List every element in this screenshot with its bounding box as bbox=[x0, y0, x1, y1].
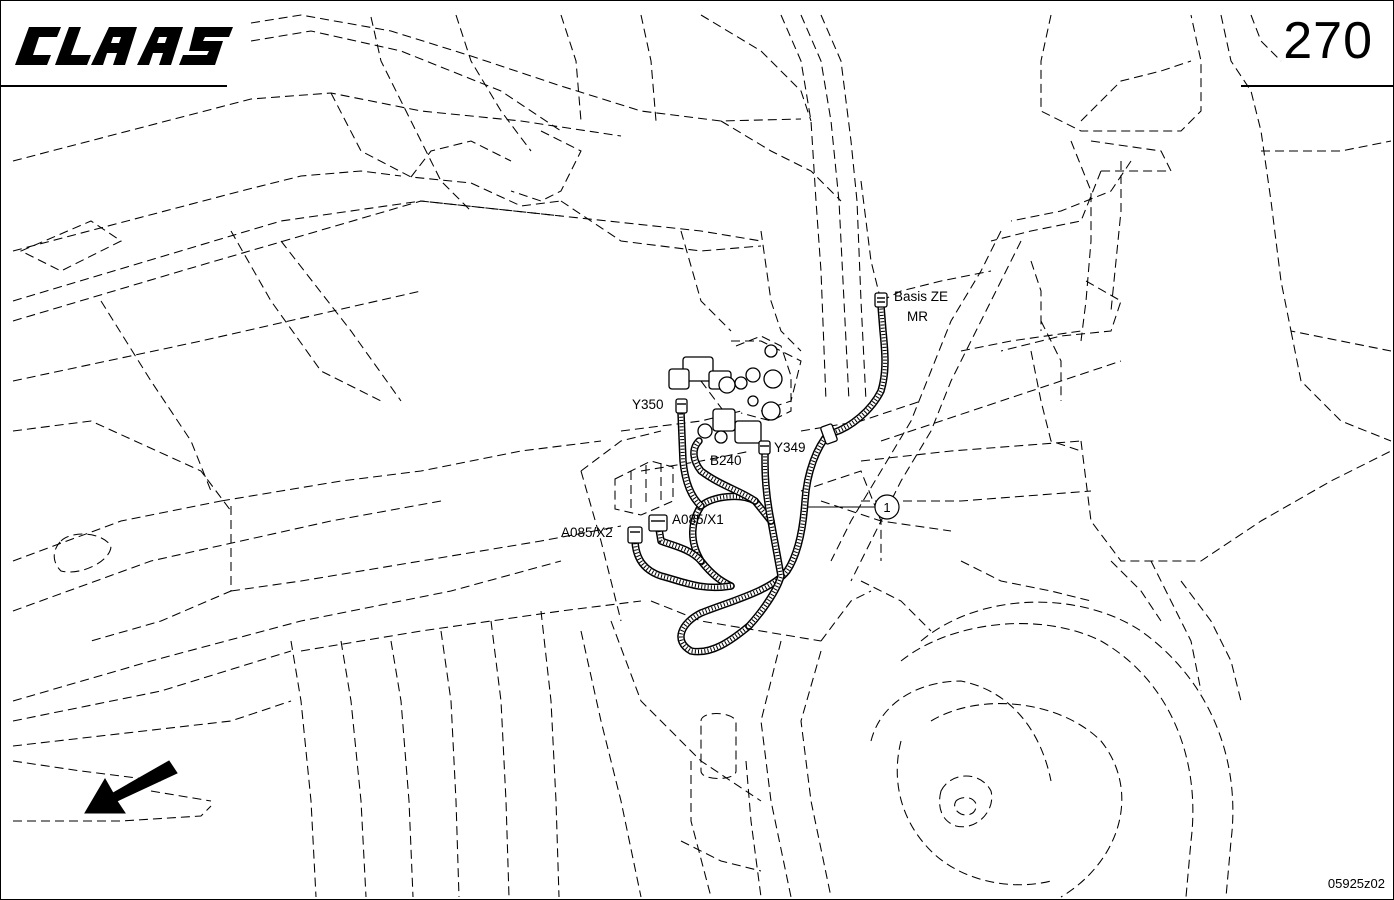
callout-1-number: 1 bbox=[883, 500, 890, 515]
forward-direction-arrow-icon bbox=[84, 760, 178, 814]
machine-outline bbox=[12, 14, 1392, 898]
connector-basis-ze bbox=[874, 292, 888, 308]
logo-letter-a1 bbox=[91, 27, 137, 65]
label-mr: MR bbox=[907, 309, 928, 324]
label-a085-x1: A085/X1 bbox=[672, 512, 724, 527]
label-b240: B240 bbox=[710, 453, 742, 468]
label-a085-x2: A085/X2 bbox=[561, 525, 613, 540]
connector-y349 bbox=[758, 440, 771, 455]
drawing-id: 05925z02 bbox=[1327, 876, 1385, 891]
hydraulic-valve-block bbox=[668, 335, 792, 444]
label-basis-ze: Basis ZE bbox=[894, 289, 948, 304]
header-rule-left bbox=[1, 85, 227, 87]
wiring-harness bbox=[631, 302, 889, 656]
label-y350: Y350 bbox=[632, 397, 664, 412]
harness-clip bbox=[820, 423, 838, 445]
connector-a085-x2 bbox=[627, 526, 643, 544]
connector-y350 bbox=[675, 398, 688, 414]
logo-letter-c bbox=[15, 27, 61, 65]
connector-a085-x1 bbox=[648, 514, 668, 532]
label-y349: Y349 bbox=[774, 440, 806, 455]
logo-letter-s bbox=[179, 27, 233, 65]
brand-logo bbox=[15, 27, 233, 65]
claas-logo-letters bbox=[15, 27, 233, 65]
logo-letter-a2 bbox=[137, 27, 183, 65]
callout-1: 1 bbox=[874, 494, 900, 520]
page-number: 270 bbox=[1283, 12, 1373, 70]
header-rule-right bbox=[1241, 85, 1393, 87]
control-unit-a085 bbox=[614, 460, 674, 516]
logo-letter-l bbox=[55, 27, 91, 65]
